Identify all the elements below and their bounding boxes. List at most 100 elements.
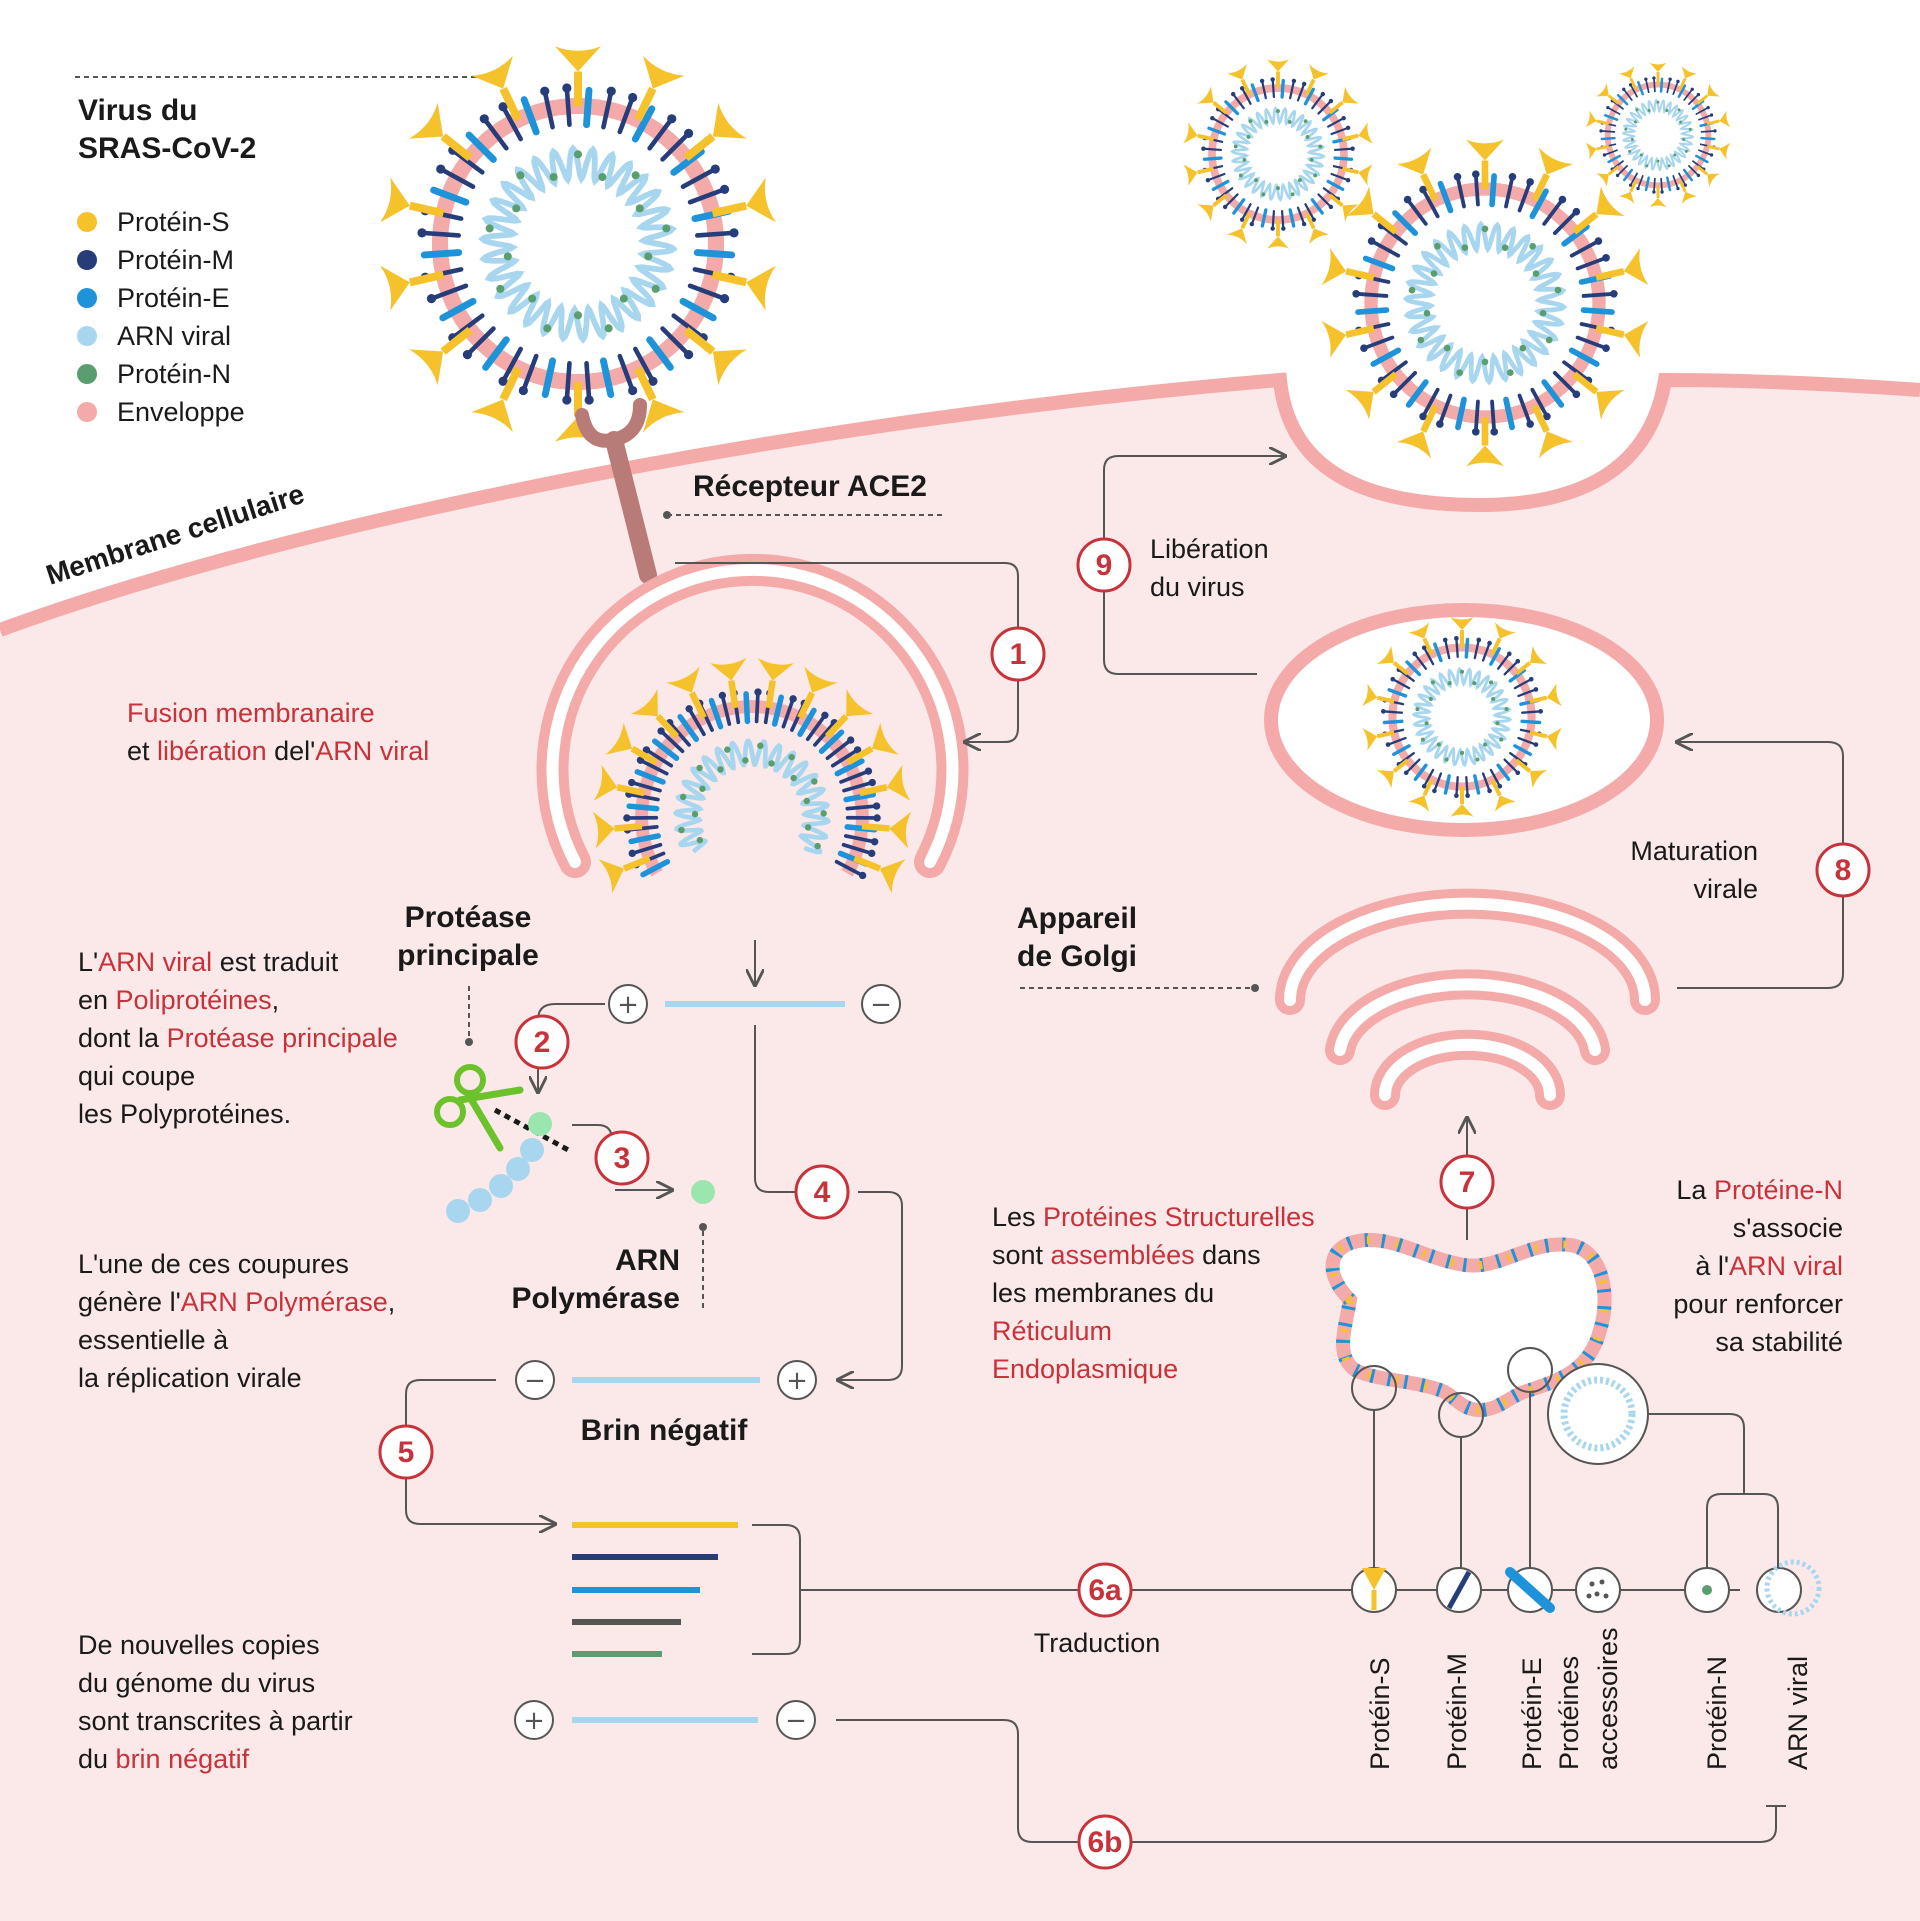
step-number-8: 8 (1835, 854, 1852, 887)
structural-text-3: les membranes du (992, 1278, 1214, 1308)
legend-swatch (77, 212, 97, 232)
legend-label: Protéin-M (117, 245, 234, 275)
svg-text:+: + (523, 1706, 545, 1736)
copies-text-4: du brin négatif (78, 1744, 250, 1774)
protease-label-2: principale (397, 939, 539, 972)
negative-strand-label: Brin négatif (581, 1414, 749, 1447)
legend-title-2: SRAS-CoV-2 (78, 132, 256, 165)
virus-in-vesicle (1362, 617, 1562, 817)
step-number-6b: 6b (1087, 1826, 1122, 1859)
svg-text:−: − (785, 1706, 807, 1736)
virus-released-large (1321, 139, 1649, 467)
cut-text-3: essentielle à (78, 1325, 229, 1355)
product-label-rna: ARN viral (1783, 1656, 1813, 1770)
copies-text-3: sont transcrites à partir (78, 1706, 353, 1736)
product-label-s: Protéin-S (1365, 1657, 1395, 1770)
cut-text-4: la réplication virale (78, 1363, 302, 1393)
step-number-9: 9 (1096, 549, 1113, 582)
release-label-1: Libération (1150, 534, 1269, 564)
copies-text-2: du génome du virus (78, 1668, 315, 1698)
golgi-label-1: Appareil (1017, 902, 1137, 935)
step-badge-3 (594, 1130, 650, 1186)
protein-n-text-3: à l'ARN viral (1695, 1251, 1843, 1281)
legend-swatch (77, 288, 97, 308)
legend-title-1: Virus du (78, 94, 197, 127)
fusion-text-2: et libération del'ARN viral (127, 736, 429, 766)
structural-text-1: Les Protéines Structurelles (992, 1202, 1315, 1232)
step-badge-6b (1077, 1814, 1133, 1870)
svg-text:−: − (870, 990, 892, 1020)
svg-text:+: + (786, 1366, 808, 1396)
secretory-vesicle (1264, 603, 1664, 837)
step-number-5: 5 (398, 1436, 415, 1469)
product-rna-circle (1756, 1567, 1802, 1613)
virus-released-small-1 (1183, 59, 1373, 249)
step-badge-9 (1076, 537, 1132, 593)
negative-strand-rna: − + (515, 1360, 817, 1400)
copies-text-1: De nouvelles copies (78, 1630, 320, 1660)
svg-text:−: − (524, 1366, 546, 1396)
polymerase-label-2: Polymérase (512, 1282, 680, 1315)
protein-n-text-2: s'associe (1733, 1213, 1843, 1243)
legend-swatch (77, 364, 97, 384)
cell-membrane (0, 372, 1920, 637)
step-number-7: 7 (1459, 1166, 1476, 1199)
step-number-1: 1 (1010, 638, 1027, 671)
step-badge-4 (794, 1164, 850, 1220)
cut-text-2: génère l'ARN Polymérase, (78, 1287, 395, 1317)
protein-n-text-1: La Protéine-N (1676, 1175, 1843, 1205)
maturation-label-1: Maturation (1630, 836, 1758, 866)
ace2-receptor (575, 398, 657, 584)
step-badge-1 (990, 626, 1046, 682)
scissors-icon (434, 1064, 524, 1152)
cut-text-1: L'une de ces coupures (78, 1249, 349, 1279)
legend-label: Protéin-S (117, 207, 230, 237)
translate-text-1: L'ARN viral est traduit (78, 947, 339, 977)
release-label-2: du virus (1150, 572, 1245, 602)
virus-released-small-2 (1585, 62, 1731, 208)
structural-text-2: sont assemblées dans (992, 1240, 1261, 1270)
legend-swatch (77, 326, 97, 346)
step-badge-6a (1077, 1562, 1133, 1618)
legend-swatch (77, 250, 97, 270)
step-number-2: 2 (534, 1026, 551, 1059)
structural-text-4: Réticulum (992, 1316, 1112, 1346)
legend-label: Protéin-N (117, 359, 231, 389)
legend: Protéin-S Protéin-M Protéin-E ARN viralProt… (77, 207, 245, 427)
translate-text-3: dont la Protéase principale (78, 1023, 398, 1053)
subgenomic-rna (572, 1522, 738, 1657)
golgi-apparatus (1275, 888, 1660, 1110)
legend-label: Protéin-E (117, 283, 230, 313)
product-label-e: Protéin-E (1517, 1657, 1547, 1770)
legend-label: ARN viral (117, 321, 231, 351)
step-badge-5 (378, 1424, 434, 1480)
step-badges: 1 2 3 4 5 6a 6b 7 8 9 (378, 537, 1871, 1870)
maturation-label-2: virale (1693, 874, 1758, 904)
step-badge-2 (514, 1014, 570, 1070)
product-accessory-circle (1575, 1567, 1621, 1613)
product-label-m: Protéin-M (1442, 1653, 1472, 1770)
step-number-4: 4 (814, 1176, 831, 1209)
protein-n-text-5: sa stabilité (1715, 1327, 1843, 1357)
product-label-n: Protéin-N (1702, 1656, 1732, 1770)
virus-main (380, 46, 776, 442)
receptor-label: Récepteur ACE2 (693, 470, 927, 503)
structural-text-5: Endoplasmique (992, 1354, 1178, 1384)
translate-text-2: en Poliprotéines, (78, 985, 279, 1015)
legend-swatch (77, 402, 97, 422)
translate-text-4: qui coupe (78, 1061, 195, 1091)
step-number-6a: 6a (1088, 1574, 1122, 1607)
step-number-3: 3 (614, 1142, 631, 1175)
translation-label: Traduction (1034, 1628, 1161, 1658)
polyprotein-chain (446, 1112, 552, 1223)
step-badge-7 (1439, 1154, 1495, 1210)
svg-text:+: + (617, 990, 639, 1020)
product-label-accessory-2: accessoires (1593, 1627, 1623, 1770)
new-positive-strand: + − (514, 1700, 816, 1740)
protease-label-1: Protéase (405, 901, 532, 934)
golgi-label-2: de Golgi (1017, 940, 1137, 973)
polymerase-label-1: ARN (615, 1244, 680, 1277)
step-badge-8 (1815, 842, 1871, 898)
